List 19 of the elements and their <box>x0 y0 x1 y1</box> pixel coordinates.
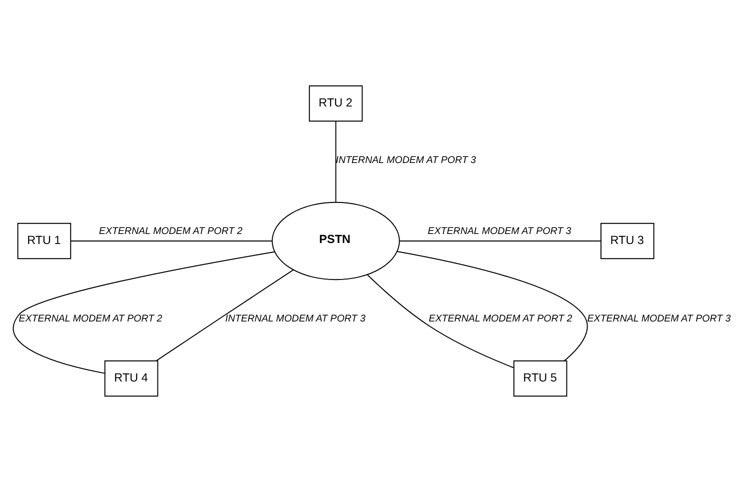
edge-label: INTERNAL MODEM AT PORT 3 <box>225 314 366 325</box>
node-box: RTU 2 <box>308 85 363 122</box>
edge-label: EXTERNAL MODEM AT PORT 2 <box>99 226 242 238</box>
connector <box>12 251 276 374</box>
connector <box>396 251 588 362</box>
edge-label: EXTERNAL MODEM AT PORT 3 <box>428 226 572 238</box>
connector <box>366 274 514 368</box>
connector <box>156 269 294 362</box>
edge-label: EXTERNAL MODEM AT PORT 3 <box>587 314 731 325</box>
node-box: RTU 5 <box>513 360 568 397</box>
edge-label: EXTERNAL MODEM AT PORT 2 <box>18 314 162 325</box>
node-ellipse: PSTN <box>272 202 400 280</box>
node-box: RTU 3 <box>600 222 654 260</box>
connector <box>70 240 273 242</box>
connector <box>335 120 336 203</box>
node-box: RTU 1 <box>17 222 72 260</box>
edge-label: EXTERNAL MODEM AT PORT 2 <box>428 314 572 325</box>
node-box: RTU 4 <box>104 360 158 397</box>
connector <box>398 240 602 242</box>
